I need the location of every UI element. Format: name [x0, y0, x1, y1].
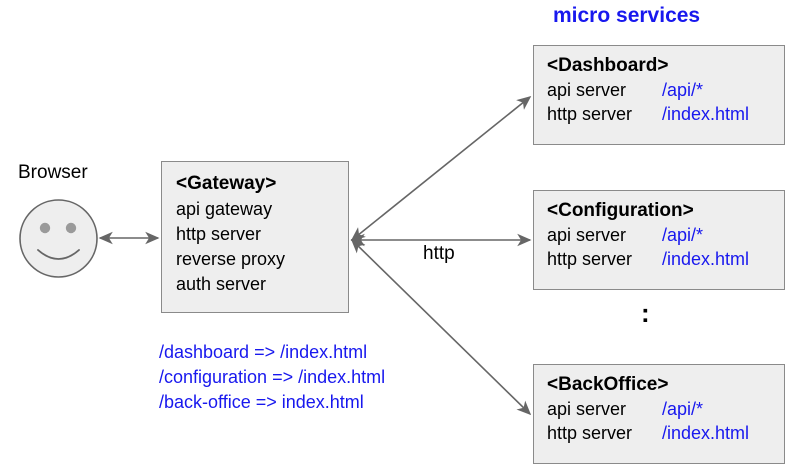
- service-row-path: /index.html: [662, 423, 750, 443]
- service-node-backoffice[interactable]: <BackOffice> api server /api/* http serv…: [533, 364, 785, 464]
- service-row-label: http server: [547, 104, 633, 124]
- smiley-left-eye: [39, 222, 51, 234]
- service-row-path: /api/*: [662, 80, 704, 100]
- gateway-line-http-server: http server: [176, 224, 262, 244]
- routing-rule-dashboard: /dashboard => /index.html: [159, 342, 368, 362]
- service-row-label: http server: [547, 423, 633, 443]
- micro-services-title: micro services: [553, 4, 701, 27]
- service-title-backoffice: <BackOffice>: [547, 374, 669, 395]
- smiley-face-icon: [19, 199, 98, 278]
- protocol-label-http: http: [423, 243, 455, 264]
- service-row-http-server: http server /index.html: [547, 421, 784, 445]
- service-row-label: api server: [547, 225, 627, 245]
- routing-rule-configuration: /configuration => /index.html: [159, 367, 386, 387]
- service-row-api-server: api server /api/*: [547, 397, 784, 421]
- service-row-label: http server: [547, 249, 633, 269]
- services-ellipsis: :: [641, 298, 650, 328]
- smiley-mouth: [37, 249, 80, 260]
- service-row-label: api server: [547, 80, 627, 100]
- gateway-title: <Gateway>: [176, 173, 277, 194]
- service-node-configuration[interactable]: <Configuration> api server /api/* http s…: [533, 190, 785, 290]
- service-row-api-server: api server /api/*: [547, 78, 784, 102]
- service-row-api-server: api server /api/*: [547, 223, 784, 247]
- gateway-node[interactable]: <Gateway> api gateway http server revers…: [161, 161, 349, 313]
- service-row-path: /index.html: [662, 104, 750, 124]
- service-row-path: /index.html: [662, 249, 750, 269]
- service-row-path: /api/*: [662, 225, 704, 245]
- gateway-line-auth-server: auth server: [176, 274, 267, 294]
- service-row-path: /api/*: [662, 399, 704, 419]
- gateway-routing-table: /dashboard => /index.html /configuration…: [159, 340, 385, 415]
- connector-gateway-dashboard: [350, 95, 532, 242]
- service-row-http-server: http server /index.html: [547, 247, 784, 271]
- service-node-dashboard[interactable]: <Dashboard> api server /api/* http serve…: [533, 45, 785, 145]
- gateway-line-api-gateway: api gateway: [176, 199, 273, 219]
- service-title-dashboard: <Dashboard>: [547, 55, 669, 76]
- service-row-label: api server: [547, 399, 627, 419]
- smiley-right-eye: [65, 222, 77, 234]
- gateway-line-reverse-proxy: reverse proxy: [176, 249, 286, 269]
- routing-rule-back-office: /back-office => index.html: [159, 392, 364, 412]
- service-title-configuration: <Configuration>: [547, 200, 694, 221]
- browser-label: Browser: [18, 162, 88, 183]
- service-row-http-server: http server /index.html: [547, 102, 784, 126]
